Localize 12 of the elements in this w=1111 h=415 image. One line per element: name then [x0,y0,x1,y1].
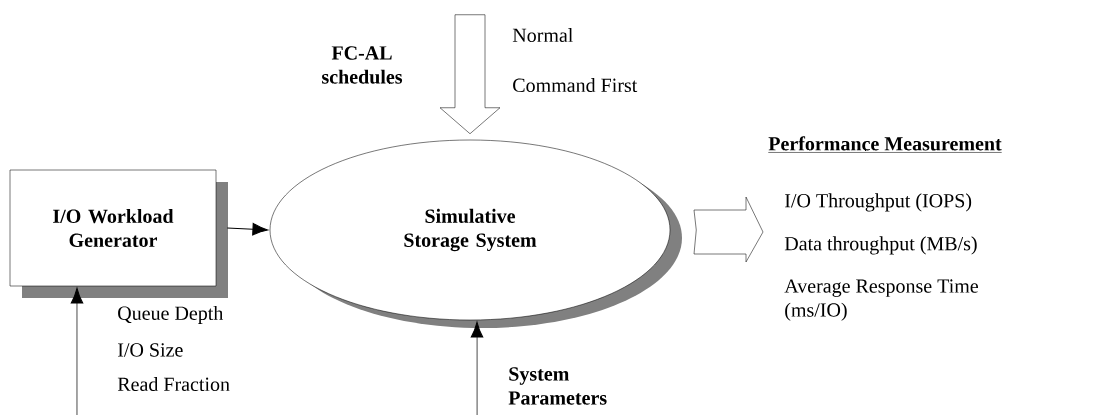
annotation-text: Read Fraction [117,377,230,392]
annotation-text: System Parameters [508,367,607,405]
measurement-list: Performance Measurement I/O Throughput (IOPS) Data throughput (MB/s) Average Response Time (ms/IO) [768,136,1002,321]
annotation-text: Normal [512,28,573,43]
annotation-text: I/O Size [118,343,183,357]
block-arrow [693,196,764,263]
process-box: I/O Workload Generator [9,169,228,298]
arrow [226,222,269,236]
annotation-text: Command First [513,78,638,93]
annotation-text: Queue Depth [118,305,224,325]
block-arrow [439,14,501,134]
annotation-text: FC-AL schedules [322,46,403,84]
